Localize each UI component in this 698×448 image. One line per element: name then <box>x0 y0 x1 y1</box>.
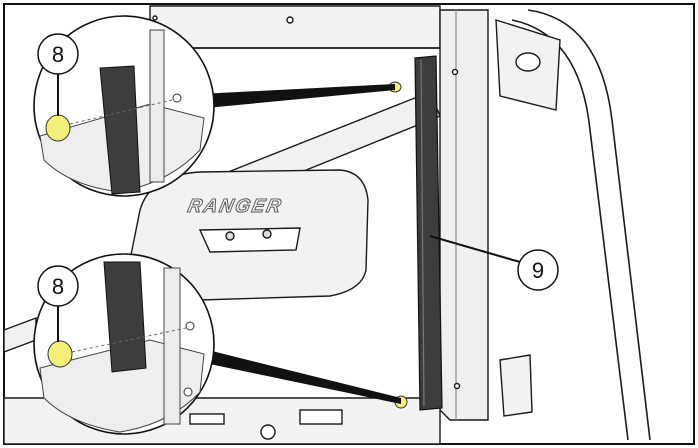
panel-bolt <box>225 231 235 241</box>
bottom-inset-bracket <box>39 339 205 433</box>
top-inset-fastener <box>45 114 71 142</box>
bottom-inset-axis <box>71 327 187 353</box>
top-callout-bubble <box>37 33 79 75</box>
top-detail-inset: 8 <box>33 15 215 197</box>
bottom-inset-seal <box>103 261 147 373</box>
post-hole <box>451 68 459 76</box>
seal-callout-leader <box>429 235 521 263</box>
bottom-inset-hole <box>185 321 195 331</box>
weatherstrip-seal <box>414 55 443 411</box>
vertical-post <box>439 9 489 421</box>
bottom-inset-hole-lower <box>183 387 193 397</box>
panel-slot <box>299 409 343 425</box>
bottom-inset-post <box>163 267 181 425</box>
panel-slot <box>189 413 225 425</box>
roll-bar-inner <box>511 19 629 441</box>
top-inset-hole <box>172 93 182 103</box>
seal-callout: 9 <box>429 235 559 291</box>
top-inset-post <box>149 29 165 183</box>
bracket-knob <box>515 52 541 72</box>
latch-bracket <box>499 354 533 417</box>
top-inset-leader <box>200 84 395 108</box>
top-cross-beam <box>149 5 441 49</box>
top-callout-label: 8 <box>52 42 64 67</box>
panel-knob <box>260 424 276 440</box>
bottom-inset-fastener <box>47 340 73 368</box>
brand-label: RANGER <box>186 196 285 217</box>
panel-recess <box>198 227 301 253</box>
beam-hole <box>286 16 294 24</box>
roll-bar-outer <box>527 9 651 441</box>
panel-bolt <box>262 229 272 239</box>
seal-callout-label: 9 <box>532 258 544 283</box>
seal-strip-highlight <box>420 59 425 407</box>
beam-hole <box>152 15 158 21</box>
bottom-callout-label: 8 <box>52 274 64 299</box>
top-inset-seal <box>99 65 141 195</box>
bottom-detail-inset: 8 <box>33 253 215 435</box>
bottom-callout-bubble <box>37 265 79 307</box>
seal-callout-bubble <box>517 249 559 291</box>
post-hole <box>453 382 461 390</box>
bottom-inset-leader <box>200 350 401 404</box>
